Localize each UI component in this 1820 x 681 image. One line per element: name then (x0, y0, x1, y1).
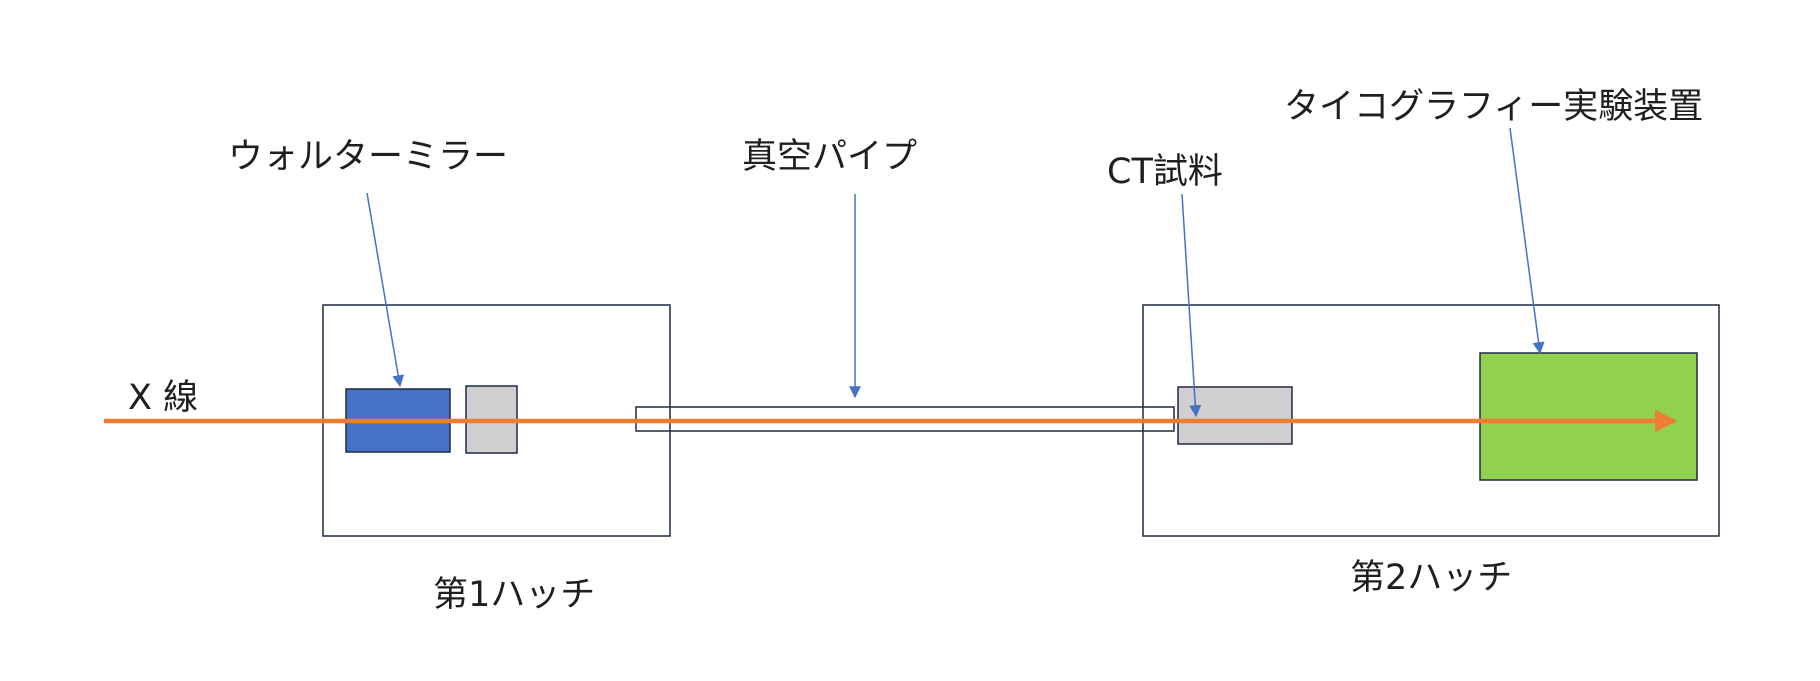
ct-sample-pointer-arrow (1181, 193, 1202, 418)
ptychography-setup-block (1479, 352, 1698, 481)
walter-mirror-label: ウォルターミラー (228, 137, 509, 177)
ptychography-label: タイコグラフィー実験装置 (1284, 87, 1704, 127)
vacuum-pipe-label: 真空パイプ (742, 137, 918, 177)
xray-label: X 線 (128, 378, 199, 418)
ptychography-pointer-arrow (1509, 127, 1545, 355)
hutch-2-label: 第2ハッチ (1350, 558, 1513, 598)
hutch-1-label: 第1ハッチ (433, 575, 596, 615)
ct-sample-label: CT試料 (1107, 152, 1223, 192)
walter-mirror-pointer-arrow (366, 192, 405, 388)
